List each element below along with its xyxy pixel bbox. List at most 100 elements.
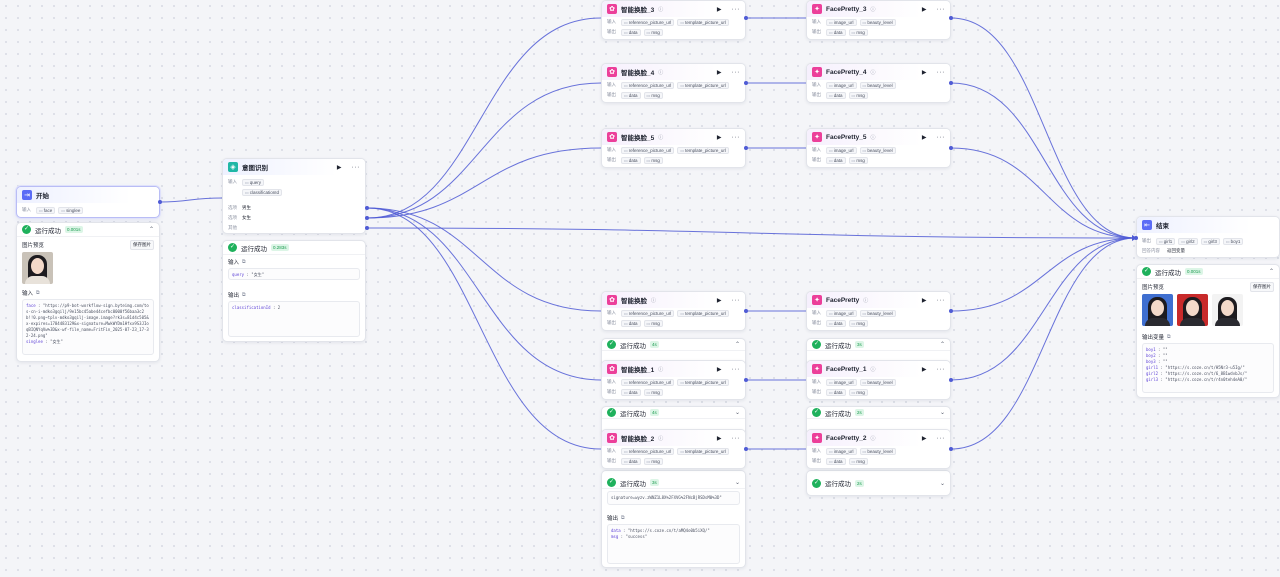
chevron-down-icon[interactable]: ⌄ [939,410,945,416]
copy-icon[interactable]: ⧉ [1167,334,1171,340]
output-port[interactable] [744,16,748,20]
output-port[interactable] [949,447,953,451]
chevron-up-icon[interactable]: ⌃ [734,342,740,348]
input-json: signature=wyzv.zWNZ1L8X%2FXVG%2FNcBjRSDs… [607,491,740,505]
more-menu-button[interactable]: ··· [936,68,945,76]
success-icon: ✓ [607,340,616,349]
chevron-down-icon[interactable]: ⌄ [939,480,945,487]
run-button[interactable]: ▶ [716,134,722,141]
more-menu-button[interactable]: ··· [731,296,740,304]
copy-icon[interactable]: ⧉ [621,515,625,521]
copy-icon[interactable]: ⧉ [242,292,246,298]
run-button[interactable]: ▶ [336,164,342,171]
plugin-icon: ✿ [607,433,617,443]
output-port[interactable] [949,146,953,150]
chevron-down-icon[interactable]: ⌄ [734,410,740,416]
more-menu-button[interactable]: ··· [731,5,740,13]
chevron-up-icon[interactable]: ⌃ [939,342,945,348]
info-icon: ⓘ [658,435,664,442]
info-icon: ⓘ [651,297,657,304]
success-icon: ✓ [812,340,821,349]
chevron-up-icon[interactable]: ⌃ [148,227,154,233]
run-button[interactable]: ▶ [716,297,722,304]
run-button[interactable]: ▶ [921,69,927,76]
output-port[interactable] [744,309,748,313]
run-button[interactable]: ▶ [921,297,927,304]
preview-label: 图片预览 [22,243,45,249]
end-node[interactable]: ⇤ 结束 输出 ▭girl1 ▭girl2 ▭girl3 ▭boy1 回答内容 … [1136,216,1280,258]
output-port[interactable] [744,146,748,150]
output-port[interactable] [949,309,953,313]
output-port[interactable] [949,81,953,85]
intent-recognition-node[interactable]: ◈ 意图识别 ▶ ··· 输入 ▭query ▭classificationId… [222,158,366,234]
intent-icon: ◈ [228,162,238,172]
run-button[interactable]: ▶ [921,134,927,141]
more-menu-button[interactable]: ··· [731,133,740,141]
option-port[interactable] [365,226,369,230]
input-section-label: 输入 [22,291,34,297]
copy-icon[interactable]: ⧉ [242,259,246,265]
chevron-up-icon[interactable]: ⌃ [1268,269,1274,275]
option-port[interactable] [365,216,369,220]
run-button[interactable]: ▶ [921,366,927,373]
more-menu-button[interactable]: ··· [936,5,945,13]
result-image-girl2[interactable] [1177,294,1208,326]
input-json: query : "女生" [228,268,360,280]
output-port[interactable] [744,81,748,85]
run-button[interactable]: ▶ [716,435,722,442]
run-button[interactable]: ▶ [716,69,722,76]
output-json: boy1 : "" boy2 : "" boy3 : "" girl1 : "h… [1142,343,1274,393]
face-thumbnail[interactable] [22,252,53,284]
more-menu-button[interactable]: ··· [731,68,740,76]
run-button[interactable]: ▶ [921,6,927,13]
success-icon: ✓ [812,478,821,488]
chevron-down-icon[interactable]: ⌄ [734,480,740,486]
more-menu-button[interactable]: ··· [731,365,740,373]
plugin-icon: ✦ [812,433,822,443]
more-menu-button[interactable]: ··· [936,133,945,141]
run-button[interactable]: ▶ [716,366,722,373]
start-node-title: 开始 [36,193,49,200]
copy-icon[interactable]: ⧉ [36,290,40,296]
more-menu-button[interactable]: ··· [351,163,360,171]
start-icon: ⇥ [22,190,32,200]
plugin-icon: ✦ [812,132,822,142]
info-icon: ⓘ [870,134,876,141]
output-port[interactable] [744,447,748,451]
result-image-girl1[interactable] [1142,294,1173,326]
input-json: face : "https://p9-bot-workflow-sign.byt… [22,299,154,355]
end-result-panel: ✓ 运行成功 0.001s ⌃ 图片预览 保存图片 输出变量 ⧉ boy1 : … [1136,264,1280,398]
output-port[interactable] [744,378,748,382]
input-port[interactable] [1134,236,1138,240]
output-port[interactable] [158,200,162,204]
output-port[interactable] [949,378,953,382]
run-button[interactable]: ▶ [716,6,722,13]
more-menu-button[interactable]: ··· [936,434,945,442]
output-port[interactable] [949,16,953,20]
more-menu-button[interactable]: ··· [731,434,740,442]
result-image-girl3[interactable] [1212,294,1243,326]
time-badge: 0.001s [65,226,83,233]
plugin-icon: ✿ [607,4,617,14]
more-menu-button[interactable]: ··· [936,296,945,304]
more-menu-button[interactable]: ··· [936,365,945,373]
save-image-button[interactable]: 保存图片 [1250,282,1274,292]
run-button[interactable]: ▶ [921,435,927,442]
start-node[interactable]: ⇥ 开始 输入 ▭face ▭singlee [16,186,160,218]
option-port[interactable] [365,206,369,210]
save-image-button[interactable]: 保存图片 [130,240,154,250]
